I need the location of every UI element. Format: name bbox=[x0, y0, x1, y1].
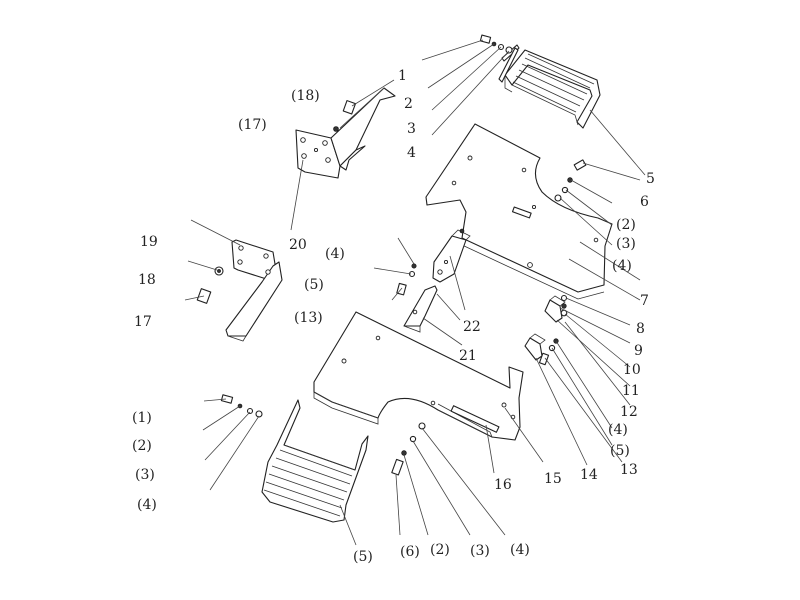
callout-7: 7 bbox=[640, 293, 649, 309]
callout-17: 17 bbox=[134, 314, 152, 330]
lower-step-tread bbox=[261, 399, 369, 523]
bracket-14 bbox=[524, 333, 546, 361]
callout-paren-4-right: (4) bbox=[612, 258, 632, 274]
callout-15: 15 bbox=[544, 471, 562, 487]
callout-9: 9 bbox=[634, 343, 643, 359]
callout-21: 21 bbox=[459, 348, 477, 364]
callout-paren-3-right: (3) bbox=[616, 236, 636, 252]
callout-20: 20 bbox=[289, 237, 307, 253]
callout-3: 3 bbox=[407, 121, 416, 137]
callout-paren-17: (17) bbox=[238, 117, 267, 133]
callout-16: 16 bbox=[494, 477, 512, 493]
callout-paren-13: (13) bbox=[294, 310, 323, 326]
callout-paren-2-left: (2) bbox=[132, 438, 152, 454]
bracket-20-bolt bbox=[333, 100, 357, 132]
callout-paren-5-mid: (5) bbox=[304, 277, 324, 293]
callout-paren-2-right: (2) bbox=[616, 217, 636, 233]
callout-paren-2-bottom: (2) bbox=[430, 542, 450, 558]
bracket-19 bbox=[225, 239, 283, 342]
right-fastener-stack-upper bbox=[554, 159, 587, 202]
right-fastener-stack-middle bbox=[560, 294, 568, 317]
callout-paren-4-mid: (4) bbox=[325, 246, 345, 262]
callout-4: 4 bbox=[407, 145, 416, 161]
callout-paren-5-right: (5) bbox=[610, 443, 630, 459]
lower-bracket-22 bbox=[432, 228, 471, 283]
lower-mounting-plate bbox=[313, 311, 524, 441]
callout-paren-4-bottom: (4) bbox=[510, 542, 530, 558]
callout-paren-4-left: (4) bbox=[137, 497, 157, 513]
bracket-20 bbox=[295, 87, 396, 179]
callout-19: 19 bbox=[140, 234, 158, 250]
callout-13: 13 bbox=[620, 462, 638, 478]
callout-8: 8 bbox=[636, 321, 645, 337]
callout-14: 14 bbox=[580, 467, 598, 483]
callout-10: 10 bbox=[623, 362, 641, 378]
callout-paren-3-left: (3) bbox=[135, 467, 155, 483]
lower-center-bolt-set bbox=[391, 422, 426, 476]
callout-paren-1-left: (1) bbox=[132, 410, 152, 426]
callout-6: 6 bbox=[640, 194, 649, 210]
callout-18: 18 bbox=[138, 272, 156, 288]
callout-paren-4-lower-right: (4) bbox=[608, 422, 628, 438]
upper-step-tread bbox=[504, 49, 601, 129]
callout-paren-3-bottom: (3) bbox=[470, 543, 490, 559]
callout-22: 22 bbox=[463, 319, 481, 335]
callout-5: 5 bbox=[646, 171, 655, 187]
callout-11: 11 bbox=[622, 383, 640, 399]
leader-lines bbox=[184, 39, 646, 546]
callout-2: 2 bbox=[404, 96, 413, 112]
callout-1: 1 bbox=[398, 68, 407, 84]
callout-12: 12 bbox=[620, 404, 638, 420]
callout-paren-6-bottom: (6) bbox=[400, 544, 420, 560]
bracket-19-nut bbox=[214, 266, 224, 276]
callout-labels: 1 2 3 4 5 6 7 8 9 10 11 12 13 14 15 16 1… bbox=[132, 68, 655, 565]
callout-paren-5-bottom: (5) bbox=[353, 549, 373, 565]
lower-bracket-21 bbox=[403, 285, 438, 333]
lower-left-bolt-set bbox=[220, 394, 263, 418]
callout-paren-18: (18) bbox=[291, 88, 320, 104]
